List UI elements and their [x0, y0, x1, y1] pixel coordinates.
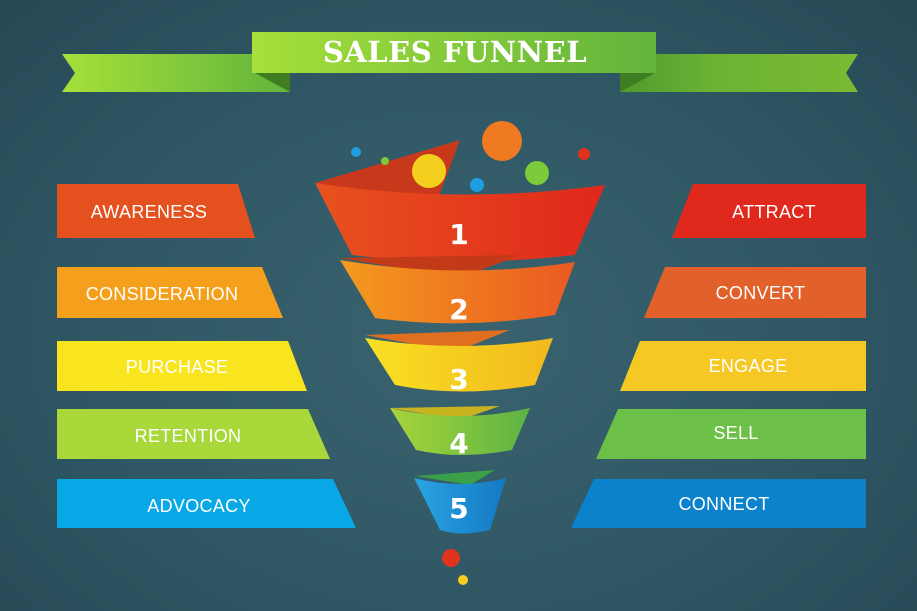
left-bar-purchase — [57, 341, 307, 391]
right-bar-engage — [620, 341, 866, 391]
left-label-advocacy: ADVOCACY — [147, 496, 251, 516]
right-label-engage: ENGAGE — [708, 356, 788, 376]
left-bar-consideration — [57, 267, 283, 318]
right-bar-connect — [571, 479, 866, 528]
right-label-connect: CONNECT — [678, 494, 770, 514]
left-bar-awareness — [57, 184, 255, 238]
left-label-purchase: PURCHASE — [125, 357, 229, 377]
right-label-sell: SELL — [713, 423, 759, 443]
left-label-retention: RETENTION — [134, 426, 242, 446]
left-label-consideration: CONSIDERATION — [85, 284, 239, 304]
left-bar-retention — [57, 409, 330, 459]
funnel-number-1: 1 — [449, 218, 469, 251]
right-label-convert: CONVERT — [715, 283, 806, 303]
funnel-number-4: 4 — [449, 427, 469, 460]
funnel-number-2: 2 — [449, 293, 469, 326]
left-label-awareness: AWARENESS — [90, 202, 208, 222]
funnel — [315, 140, 605, 534]
title-ribbon — [62, 32, 858, 92]
page-title: SALES FUNNEL — [322, 35, 588, 69]
funnel-number-5: 5 — [449, 492, 469, 525]
decorative-balls — [351, 121, 590, 585]
right-bar-sell — [596, 409, 866, 459]
left-bar-advocacy — [57, 479, 356, 528]
right-label-attract: ATTRACT — [732, 202, 816, 222]
right-bar-convert — [644, 267, 866, 318]
right-bar-attract — [672, 184, 866, 238]
funnel-number-3: 3 — [449, 363, 469, 396]
